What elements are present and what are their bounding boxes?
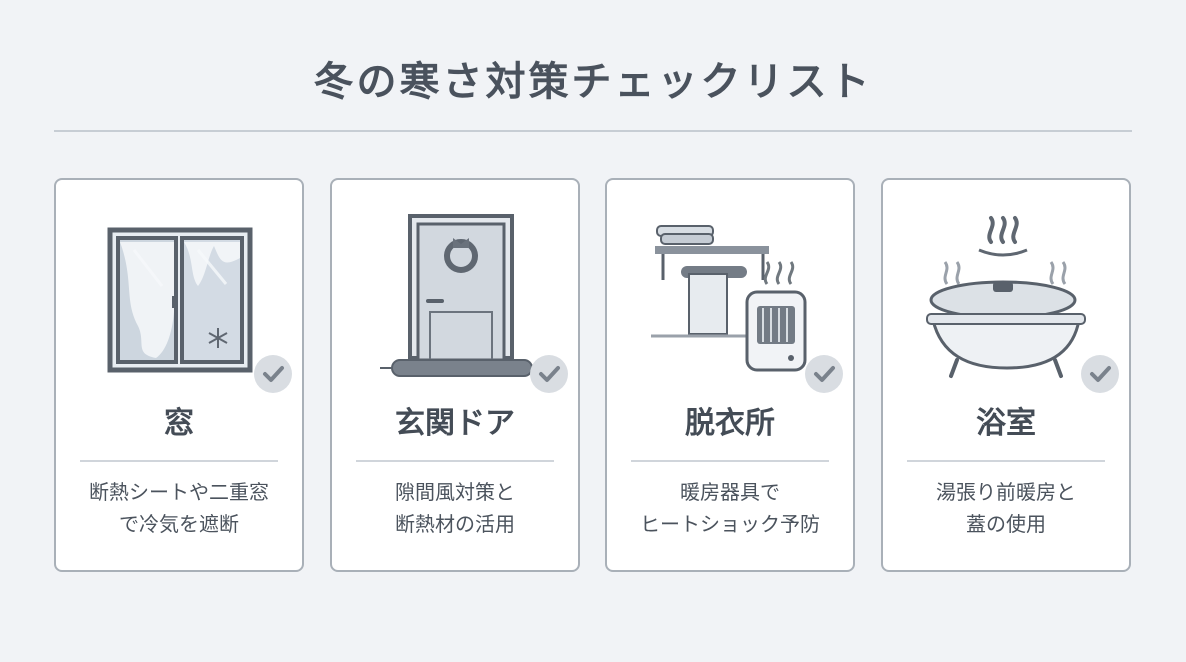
door-icon bbox=[352, 208, 558, 398]
check-icon[interactable] bbox=[254, 355, 292, 393]
card-title: 玄関ドア bbox=[395, 406, 515, 441]
card-description: 断熱シートや二重窓 で冷気を遮断 bbox=[56, 476, 302, 540]
card-window: 窓 断熱シートや二重窓 で冷気を遮断 bbox=[54, 178, 304, 572]
description-line: で冷気を遮断 bbox=[119, 512, 239, 536]
card-description: 隙間風対策と 断熱材の活用 bbox=[332, 476, 578, 540]
card-description: 湯張り前暖房と 蓋の使用 bbox=[883, 476, 1129, 540]
card-title: 窓 bbox=[164, 406, 194, 441]
card-divider bbox=[356, 460, 554, 462]
card-divider bbox=[631, 460, 829, 462]
card-entrance-door: 玄関ドア 隙間風対策と 断熱材の活用 bbox=[330, 178, 580, 572]
check-icon[interactable] bbox=[805, 355, 843, 393]
bathtub-icon bbox=[903, 208, 1109, 398]
card-title: 脱衣所 bbox=[685, 406, 775, 441]
window-icon bbox=[76, 208, 282, 398]
check-icon[interactable] bbox=[530, 355, 568, 393]
description-line: 隙間風対策と bbox=[395, 480, 515, 504]
card-description: 暖房器具で ヒートショック予防 bbox=[607, 476, 853, 540]
description-line: 暖房器具で bbox=[680, 480, 780, 504]
description-line: 断熱材の活用 bbox=[395, 512, 515, 536]
card-divider bbox=[80, 460, 278, 462]
check-icon[interactable] bbox=[1081, 355, 1119, 393]
card-bathroom: 浴室 湯張り前暖房と 蓋の使用 bbox=[881, 178, 1131, 572]
description-line: 蓋の使用 bbox=[966, 512, 1046, 536]
heater-icon bbox=[627, 208, 833, 398]
card-divider bbox=[907, 460, 1105, 462]
title-divider bbox=[54, 130, 1132, 132]
description-line: 湯張り前暖房と bbox=[936, 480, 1076, 504]
description-line: ヒートショック予防 bbox=[640, 512, 820, 536]
page-title: 冬の寒さ対策チェックリスト bbox=[313, 59, 873, 105]
description-line: 断熱シートや二重窓 bbox=[89, 480, 269, 504]
card-changing-room: 脱衣所 暖房器具で ヒートショック予防 bbox=[605, 178, 855, 572]
card-title: 浴室 bbox=[976, 406, 1036, 441]
